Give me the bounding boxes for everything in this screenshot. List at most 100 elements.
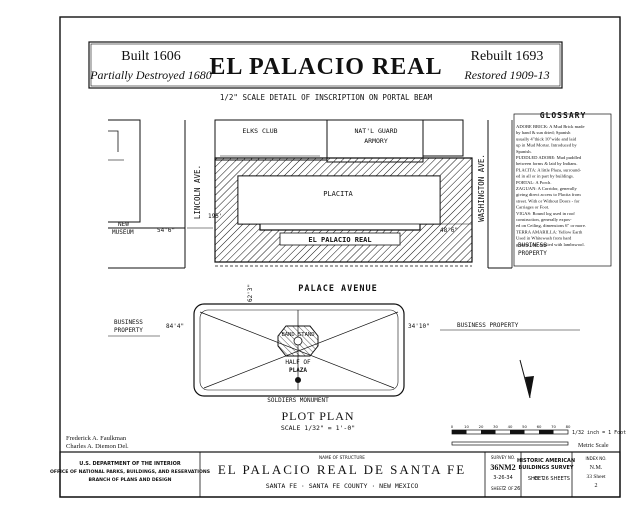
agency-line-2: OFFICE OF NATIONAL PARKS, BUILDINGS, AND…	[50, 469, 210, 475]
glossary-entry: street. With or Without Doors - for	[516, 198, 580, 203]
glossary-entry: ed in all or in part by buildings.	[516, 174, 574, 179]
habs-line-2: BUILDINGS SURVEY	[519, 465, 574, 471]
plot-plan-scale: SCALE 1/32" = 1'-0"	[281, 424, 355, 432]
glossary-entry: usually 4"thick 10"wide and laid	[516, 136, 577, 141]
structure-name: EL PALACIO REAL DE SANTA FE	[218, 462, 466, 477]
museum-label: MUSEUM	[112, 229, 134, 236]
scale-tick-label: 20	[479, 424, 484, 429]
index-label: INDEX NO.	[585, 456, 606, 461]
agency-line-3: BRANCH OF PLANS AND DESIGN	[89, 477, 172, 483]
new-label: NEW	[118, 221, 129, 228]
palacio-label: EL PALACIO REAL	[308, 236, 371, 244]
plaza-plan: BAND STAND HALF OF PLAZA SOLDIERS MONUME…	[193, 303, 405, 404]
banner-rebuilt: Rebuilt 1693	[471, 49, 544, 64]
armory-label: ARMORY	[364, 137, 388, 145]
right-blocks	[487, 113, 612, 269]
habs-line-4: OF 26 SHEETS	[534, 476, 570, 482]
metric-scale-label: Metric Scale	[578, 443, 609, 449]
dimension-lines: 54'6" 195' 48'6" 62'3" 84'4" 34'10"	[157, 213, 472, 330]
sheet-number: 2	[503, 486, 506, 492]
credit-line-1: Frederick A. Faulkman	[66, 435, 127, 442]
banner-title: EL PALACIO REAL	[209, 54, 442, 80]
glossary-entry: TERRA AMARILLA: Yellow Earth	[516, 229, 583, 234]
half-of-label: HALF OF	[285, 359, 311, 366]
title-banner: Built 1606 Partially Destroyed 1680 EL P…	[88, 41, 563, 89]
scale-tick-label: 80	[566, 424, 571, 429]
glossary-entry: ZAGUAN: A Corridor, generally	[516, 186, 578, 192]
placita-label: PLACITA	[323, 190, 353, 198]
sheet-label: SHEET	[491, 486, 505, 491]
survey-no: 36NM2	[490, 463, 515, 472]
glossary-title: GLOSSARY	[540, 111, 587, 120]
property-mid-label: PROPERTY	[518, 250, 547, 257]
north-buildings: ELKS CLUB NAT'L GUARD ARMORY	[214, 119, 464, 163]
glossary-entry: ed on Ceiling, dimensions 6" or more.	[516, 223, 586, 229]
survey-no-label: SURVEY NO.	[491, 455, 515, 460]
glossary-entry: PLACITA: A little Plaza, surround-	[516, 167, 582, 173]
credit-line-2: Charles A. Diemon Del.	[66, 443, 129, 450]
north-arrow-icon	[519, 359, 534, 399]
drawing-date: 3-26-34	[493, 475, 513, 481]
elks-club-label: ELKS CLUB	[242, 127, 277, 135]
property-left-label: PROPERTY	[114, 327, 143, 334]
banner-destroyed: Partially Destroyed 1680	[89, 68, 212, 82]
left-blocks	[108, 119, 186, 269]
habs-line-3: SHEET	[528, 476, 545, 482]
scale-tick-label: 10	[464, 424, 469, 429]
palace-footprint: PLACITA EL PALACIO REAL	[214, 157, 473, 267]
scale-tick-label: 40	[508, 424, 513, 429]
glossary-entry: up in Mud Mortar. Introduced by	[516, 143, 577, 148]
washington-avenue-label: WASHINGTON AVE.	[477, 154, 486, 222]
glossary-entry: Spanish.	[516, 149, 532, 154]
structure-location: SANTA FE · SANTA FE COUNTY · NEW MEXICO	[266, 482, 419, 490]
scale-tick-label: 50	[522, 424, 527, 429]
dim-54: 54'6"	[157, 227, 175, 234]
business-right-label: BUSINESS PROPERTY	[457, 322, 519, 329]
detail-caption: 1/2" SCALE DETAIL OF INSCRIPTION ON PORT…	[220, 93, 433, 102]
index-sheet: 33 Sheet	[586, 474, 606, 480]
lincoln-avenue-label: LINCOLN AVE.	[193, 165, 202, 219]
glossary-entry: giving direct access to Placita from	[516, 192, 581, 197]
glossary-entry: ground lime applied with lambswool.	[516, 242, 585, 247]
scale-tick-labels: 0 10 20 30 40 50 60 70 80	[451, 424, 571, 429]
plot-plan-title: PLOT PLAN	[281, 409, 354, 423]
glossary-entry: PORTAL: A Porch.	[516, 180, 551, 185]
title-block: U.S. DEPARTMENT OF THE INTERIOR OFFICE O…	[50, 451, 621, 498]
scale-tick-label: 30	[493, 424, 498, 429]
dim-84: 84'4"	[166, 323, 184, 330]
scale-tick-label: 60	[537, 424, 542, 429]
banner-restored: Restored 1909-13	[463, 68, 549, 82]
dim-62: 62'3"	[247, 284, 254, 302]
soldiers-monument-label: SOLDIERS MONUMENT	[267, 397, 329, 404]
plaza-label: PLAZA	[289, 367, 307, 374]
glossary-entry: PUDDLED ADOBE: Mud puddled	[516, 155, 582, 160]
glossary-entry: VIGAS: Round log used in roof	[516, 211, 575, 216]
glossary: GLOSSARY ADOBE BRICK: A Mud Brick madeby…	[516, 111, 586, 247]
scale-note: 1/32 inch = 1 Foot	[572, 430, 626, 436]
dim-48: 48'6"	[440, 227, 458, 234]
agency-line-1: U.S. DEPARTMENT OF THE INTERIOR	[79, 461, 181, 467]
business-mid-label: BUSINESS	[518, 242, 547, 249]
dim-195: 195'	[208, 213, 222, 220]
natl-guard-label: NAT'L GUARD	[354, 127, 397, 135]
habs-line-1: HISTORIC AMERICAN	[517, 458, 575, 464]
of-total: 26	[514, 486, 520, 492]
index-no: N.M.	[590, 465, 603, 471]
band-stand-label: BAND STAND	[281, 332, 314, 338]
structure-label: NAME OF STRUCTURE	[319, 455, 365, 460]
graphic-scale: 0 10 20 30 40 50 60 70 80 1/32 inch = 1 Foot Met…	[451, 424, 626, 449]
glossary-entry: by hand & sun dried; Spanish	[516, 130, 571, 135]
of-label: OF	[508, 486, 514, 491]
glossary-entry: ADOBE BRICK: A Mud Brick made	[516, 124, 585, 129]
glossary-entry: construction, generally expos-	[516, 217, 572, 223]
scale-tick-label: 70	[551, 424, 556, 429]
index-sub: 2	[595, 483, 598, 489]
business-left-label: BUSINESS	[114, 319, 143, 326]
glossary-entry: between forms & laid by Indians.	[516, 161, 578, 166]
glossary-entry: Used in Whitewash from hard	[516, 236, 572, 241]
scale-tick-label: 0	[451, 424, 454, 429]
palace-avenue-label: PALACE AVENUE	[298, 284, 378, 294]
